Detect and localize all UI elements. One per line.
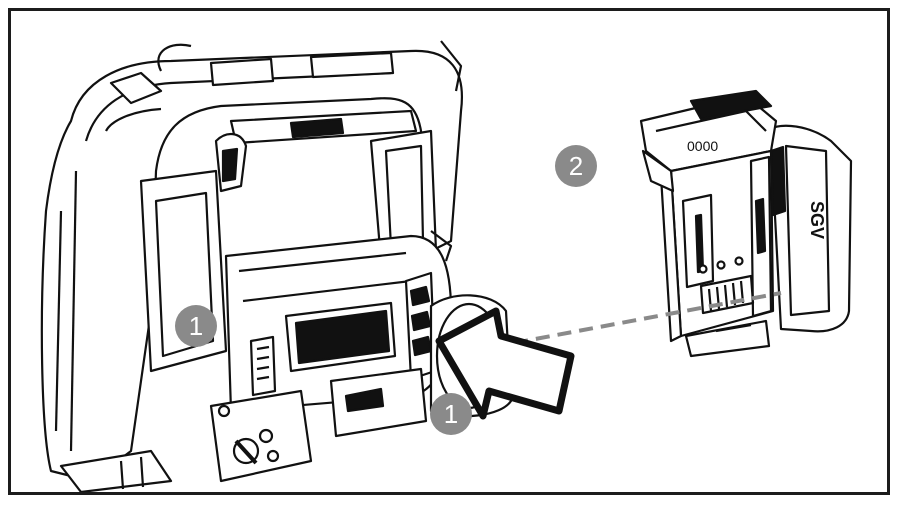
diagram-frame: 0000 SGV 1 1 2 [8, 8, 890, 495]
callout-2-battery: 2 [555, 145, 597, 187]
diagram-canvas: 0000 SGV 1 1 2 [40, 40, 853, 492]
callout-number: 1 [444, 399, 458, 429]
battery-pack [639, 89, 853, 358]
battery-charge-indicator: 0000 [687, 138, 718, 154]
battery-brand-label: SGV [807, 201, 827, 239]
insert-direction-arrow-icon [435, 307, 575, 420]
power-tool-body [40, 40, 513, 492]
battery-brand-mark: SGV [807, 201, 827, 239]
callout-1-tool: 1 [175, 305, 217, 347]
callout-1-nozzle: 1 [430, 393, 472, 435]
battery-indicator-label: 0000 [687, 138, 718, 154]
callout-number: 1 [189, 311, 203, 341]
callout-number: 2 [569, 151, 583, 181]
